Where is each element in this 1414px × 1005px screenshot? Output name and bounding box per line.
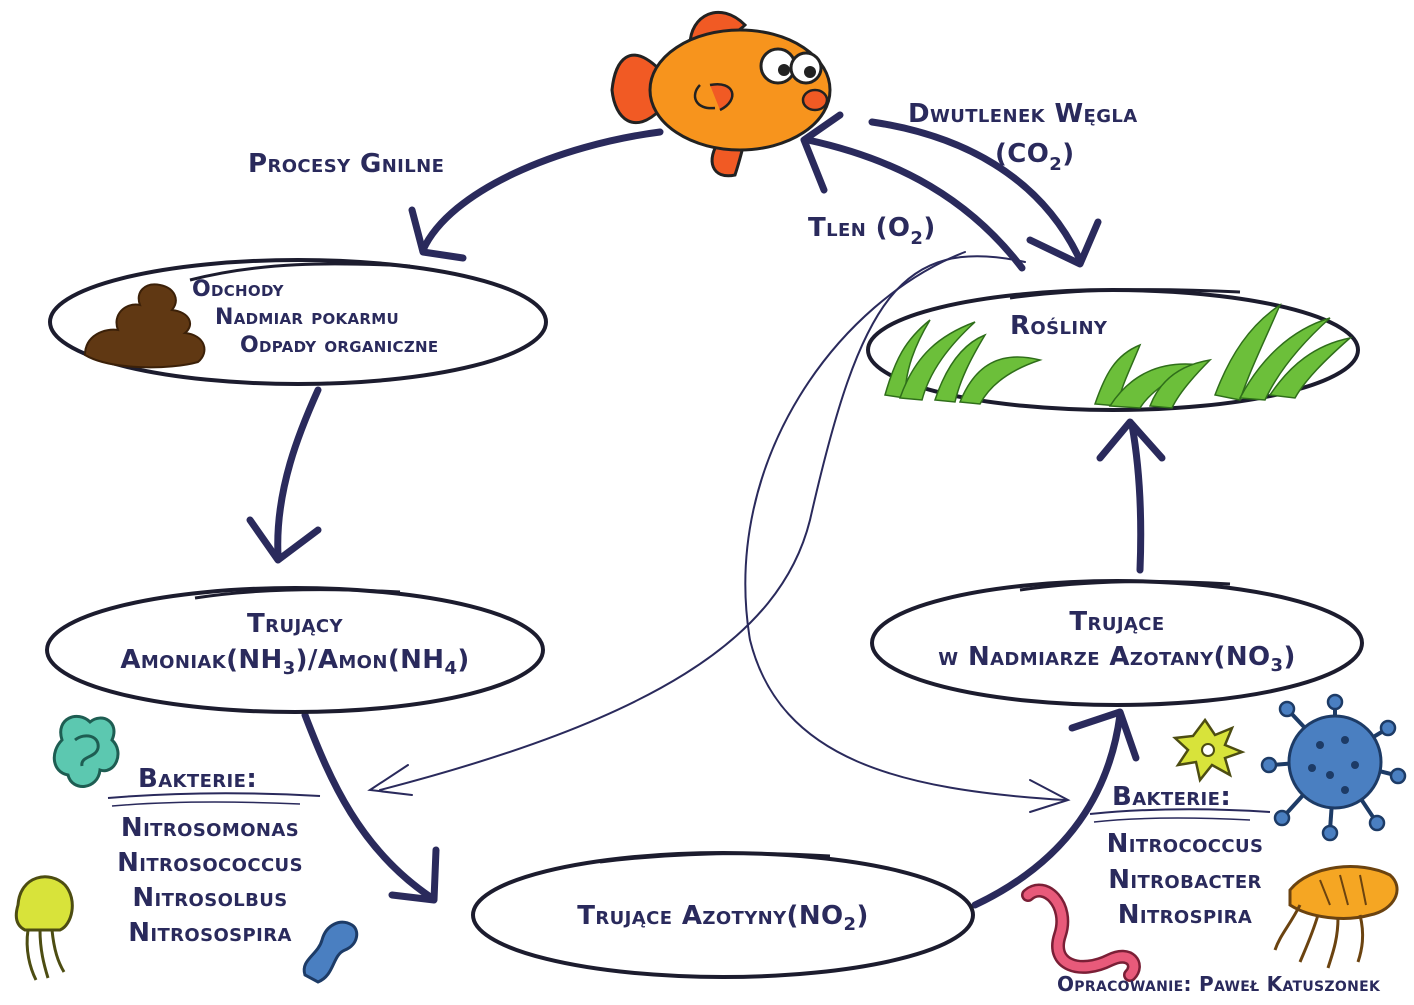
node-ammonia: Trujący Amoniak(NH3)/Amon(NH4)	[45, 586, 545, 714]
node-waste: Odchody Nadmiar pokarmu Odpady organiczn…	[48, 258, 548, 386]
ammonia-line-1: Trujący	[247, 609, 343, 639]
thin-line-to-right-bacteria	[744, 251, 1066, 801]
arrow-nitrites-to-nitrates	[971, 711, 1124, 909]
nitrates-line-2: w Nadmiarze Azotany(NO3)	[938, 642, 1296, 676]
arrow-waste-to-ammonia	[274, 386, 322, 559]
grass-icon	[884, 302, 1353, 409]
blue-chain-microbe-icon	[302, 920, 359, 984]
poop-icon	[83, 283, 206, 369]
blue-virus-icon	[1260, 693, 1407, 842]
bacteria-right-item: Nitrococcus	[1107, 829, 1264, 859]
nitrites-label: Trujące Azotyny(NO2)	[577, 901, 868, 935]
thin-arrow-right-head	[1029, 779, 1071, 813]
arrow-o2-head	[800, 111, 844, 194]
arrow-o2	[804, 136, 1026, 272]
bacteria-left-item: Nitrosomonas	[121, 813, 299, 843]
bacteria-left-heading: Bakterie:	[138, 764, 257, 794]
arrow-nitrates-to-plants-head	[1096, 418, 1166, 462]
bacteria-left-item: Nitrosospira	[128, 918, 292, 948]
orange-tentacle-microbe-icon	[1273, 865, 1399, 969]
bacteria-left: Bakterie: Nitrosomonas Nitrosococcus Nit…	[107, 764, 321, 948]
arrow-waste-to-ammonia-head	[246, 516, 322, 564]
arrow-nitrites-to-nitrates-head	[1068, 708, 1140, 762]
arrow-fish-to-waste	[419, 128, 664, 254]
yellow-splat-microbe-icon	[1172, 717, 1246, 783]
arrow-ammonia-to-nitrites-head	[388, 846, 440, 904]
arrow-co2-head	[1026, 218, 1102, 268]
bacteria-right-item: Nitrobacter	[1108, 865, 1262, 895]
waste-line-1: Odchody	[192, 277, 285, 302]
pink-worm-microbe-icon	[1021, 883, 1141, 982]
plants-label: Rośliny	[1010, 311, 1108, 341]
ammonia-line-2: Amoniak(NH3)/Amon(NH4)	[120, 645, 469, 679]
processes-label: Procesy Gnilne	[248, 149, 444, 179]
thin-line-plants-to-left-bacteria	[379, 255, 1026, 791]
credit-text: Opracowanie: Paweł Katuszonek	[1057, 972, 1381, 996]
waste-line-3: Odpady organiczne	[240, 333, 438, 358]
waste-line-2: Nadmiar pokarmu	[215, 305, 399, 330]
yellow-jellyfish-microbe-icon	[14, 875, 74, 981]
node-plants: Rośliny	[866, 288, 1360, 412]
co2-label: Dwutlenek Węgla	[908, 99, 1138, 129]
teal-microbe-icon	[52, 714, 120, 788]
node-nitrates: Trujące w Nadmiarze Azotany(NO3)	[870, 579, 1364, 707]
fish-icon	[610, 11, 832, 178]
nitrates-line-1: Trujące	[1069, 607, 1164, 637]
bacteria-right-heading: Bakterie:	[1112, 782, 1231, 812]
arrow-co2	[868, 118, 1084, 264]
bacteria-left-item: Nitrosococcus	[117, 848, 303, 878]
arrow-nitrates-to-plants	[1128, 421, 1145, 574]
node-nitrites: Trujące Azotyny(NO2)	[471, 851, 975, 979]
arrow-ammonia-to-nitrites	[301, 711, 436, 902]
bacteria-right: Bakterie: Nitrococcus Nitrobacter Nitros…	[1089, 782, 1271, 930]
thin-arrow-left-head	[367, 764, 413, 796]
bacteria-left-item: Nitrosolbus	[132, 883, 287, 913]
co2-formula: (CO2)	[995, 139, 1075, 175]
o2-label: Tlen (O2)	[808, 213, 936, 249]
bacteria-right-item: Nitrospira	[1118, 900, 1253, 930]
arrow-fish-to-waste-head	[408, 206, 467, 262]
